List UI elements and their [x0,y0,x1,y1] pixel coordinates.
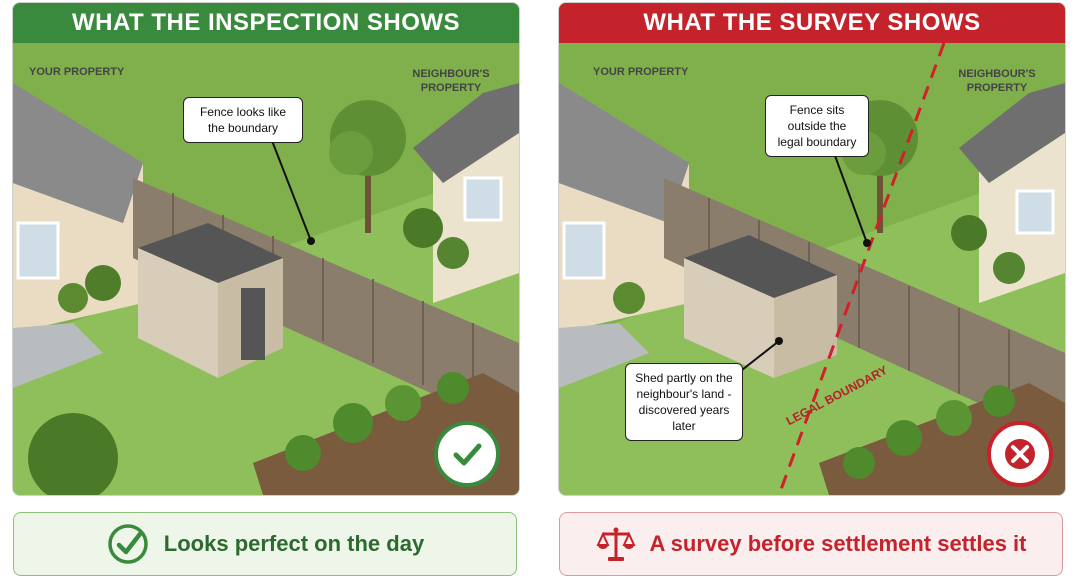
shed-callout: Shed partly on the neighbour's land - di… [625,363,743,441]
neighbour-property-label: NEIGHBOUR'S PROPERTY [958,68,1036,94]
check-circle-icon [106,522,150,566]
scales-icon [595,524,636,564]
inspection-panel-title: WHAT THE INSPECTION SHOWS [13,3,519,43]
cross-badge [987,421,1053,487]
check-icon [453,443,482,466]
survey-panel-title: WHAT THE SURVEY SHOWS [559,3,1065,43]
check-badge [434,421,500,487]
your-property-label: YOUR PROPERTY [593,66,689,78]
survey-summary: A survey before settlement settles it [559,512,1063,576]
survey-summary-text: A survey before settlement settles it [649,531,1027,556]
survey-panel: WHAT THE SURVEY SHOWS [558,2,1066,496]
cross-icon [1005,439,1035,469]
fence-callout: Fence looks like the boundary [183,97,303,143]
inspection-summary-text: Looks perfect on the day [163,531,425,556]
fence-callout: Fence sits outside the legal boundary [765,95,869,157]
inspection-summary: Looks perfect on the day [13,512,517,576]
inspection-panel: WHAT THE INSPECTION SHOWS [12,2,520,496]
your-property-label: YOUR PROPERTY [29,66,125,78]
neighbour-property-label: NEIGHBOUR'S PROPERTY [412,68,490,94]
